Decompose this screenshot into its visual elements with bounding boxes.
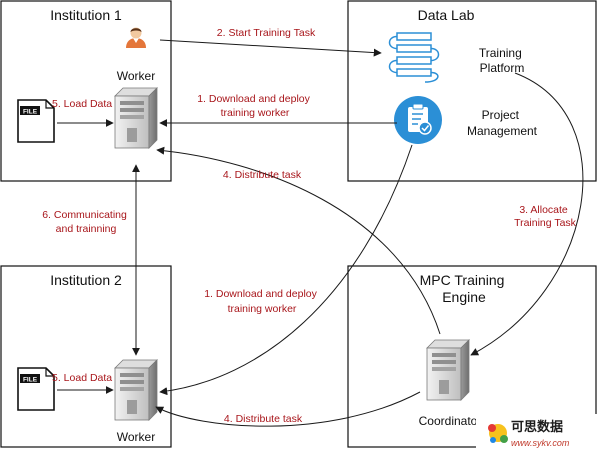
project-management-label: Project Management bbox=[467, 108, 538, 138]
coordinator-label: Coordinator bbox=[419, 414, 482, 428]
download-deploy-1-line1: 1. Download and deploy bbox=[197, 93, 310, 105]
datalab-title: Data Lab bbox=[418, 7, 475, 23]
edge-start-training bbox=[159, 39, 382, 57]
communicating-label: 6. Communicating and trainning bbox=[42, 209, 130, 235]
allocate-label: 3. Allocate Training Task bbox=[514, 204, 577, 229]
project-management-label-line1: Project bbox=[482, 108, 520, 122]
institution2-file-icon: FILE bbox=[17, 367, 55, 411]
mpc-engine-title: MPC Training Engine bbox=[420, 272, 509, 305]
mpc-engine-title-line2: Engine bbox=[442, 289, 486, 305]
institution2-worker-label: Worker bbox=[117, 430, 155, 444]
training-platform-label-line2: Platform bbox=[480, 61, 525, 75]
allocate-line1: 3. Allocate bbox=[519, 204, 568, 216]
mpc-engine-title-line1: MPC Training bbox=[420, 272, 505, 288]
institution1-file-icon: FILE bbox=[17, 99, 55, 143]
institution1-file-icon-text: FILE bbox=[23, 109, 38, 116]
watermark-url: www.sykv.com bbox=[511, 438, 570, 448]
institution1-worker-server-icon bbox=[114, 87, 158, 149]
training-platform-label-line1: Training bbox=[479, 46, 522, 60]
institution2-title: Institution 2 bbox=[50, 272, 122, 288]
coordinator-server-icon bbox=[426, 339, 470, 401]
allocate-line2: Training Task bbox=[514, 217, 577, 229]
edge-distribute-2 bbox=[155, 391, 421, 427]
download-deploy-1-label: 1. Download and deploy training worker bbox=[197, 93, 313, 119]
institution1-title: Institution 1 bbox=[50, 7, 122, 23]
edge-allocate bbox=[470, 72, 584, 356]
edge-download-deploy-2 bbox=[159, 144, 413, 396]
distribute-2-label: 4. Distribute task bbox=[224, 413, 303, 425]
datalab-box bbox=[347, 0, 597, 182]
download-deploy-2-label: 1. Download and deploy training worker bbox=[204, 288, 320, 315]
training-platform-icon bbox=[388, 32, 440, 83]
start-training-label: 2. Start Training Task bbox=[217, 27, 316, 39]
institution2-worker-server-icon bbox=[114, 359, 158, 421]
download-deploy-2-line2: training worker bbox=[228, 303, 297, 315]
institution1-load-data-label: 5. Load Data bbox=[52, 98, 112, 110]
distribute-1-label: 4. Distribute task bbox=[223, 169, 302, 181]
download-deploy-1-line2: training worker bbox=[221, 107, 290, 119]
institution2-load-data-label: 5. Load Data bbox=[52, 372, 112, 384]
project-management-icon bbox=[394, 96, 442, 144]
watermark-text: 可思数据 bbox=[511, 419, 563, 434]
institution1-worker-label: Worker bbox=[117, 69, 155, 83]
user-icon bbox=[126, 27, 146, 48]
communicating-line2: and trainning bbox=[56, 223, 117, 235]
institution2-file-icon-text: FILE bbox=[23, 377, 38, 384]
edge-distribute-1 bbox=[156, 146, 441, 335]
project-management-label-line2: Management bbox=[467, 124, 538, 138]
communicating-line1: 6. Communicating bbox=[42, 209, 127, 221]
training-platform-label: Training Platform bbox=[479, 46, 525, 75]
watermark: 可思数据 www.sykv.com bbox=[476, 414, 600, 454]
download-deploy-2-line1: 1. Download and deploy bbox=[204, 288, 317, 300]
